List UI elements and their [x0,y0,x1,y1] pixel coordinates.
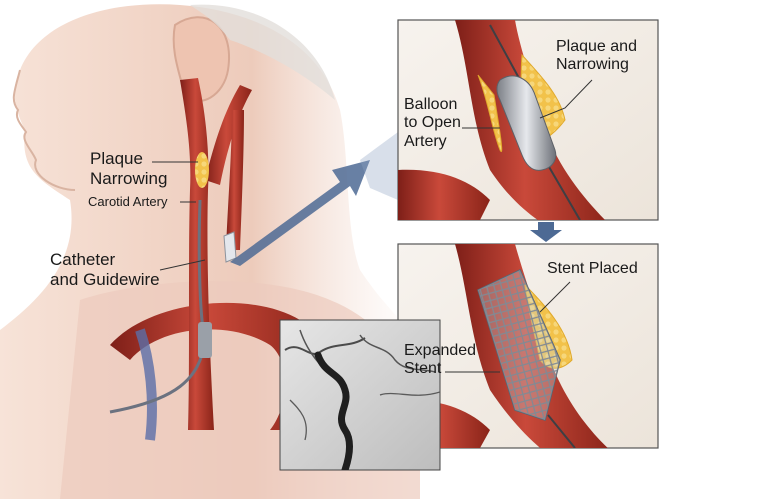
label-plaque-and-narrowing: Plaque and Narrowing [556,38,637,75]
label-plaque-line: Plaque [90,149,167,169]
label-guidewire-line: and Guidewire [50,270,160,290]
label-catheter-line: Catheter [50,250,160,270]
pointer-arrow-beam [360,132,398,200]
label-plaque-narrowing: Plaque Narrowing [90,149,167,188]
down-arrow [530,222,562,242]
label-narrowing2-line: Narrowing [556,56,637,74]
label-catheter-guidewire: Catheter and Guidewire [50,250,160,289]
neck-plaque [195,152,209,188]
neck-stent-mark [224,232,236,262]
label-stent-placed: Stent Placed [547,260,638,278]
label-balloon-line3: Artery [404,133,461,151]
label-balloon-line1: Balloon [404,96,461,114]
label-expanded-line: Expanded [404,342,476,360]
label-stent-line: Stent [404,360,476,378]
label-expanded-stent: Expanded Stent [404,342,476,379]
label-plaque-and-line: Plaque and [556,38,637,56]
label-balloon-line2: to Open [404,114,461,132]
label-carotid-artery: Carotid Artery [88,195,167,210]
label-balloon: Balloon to Open Artery [404,96,461,151]
label-narrowing-line: Narrowing [90,169,167,189]
catheter-hub [198,322,212,358]
